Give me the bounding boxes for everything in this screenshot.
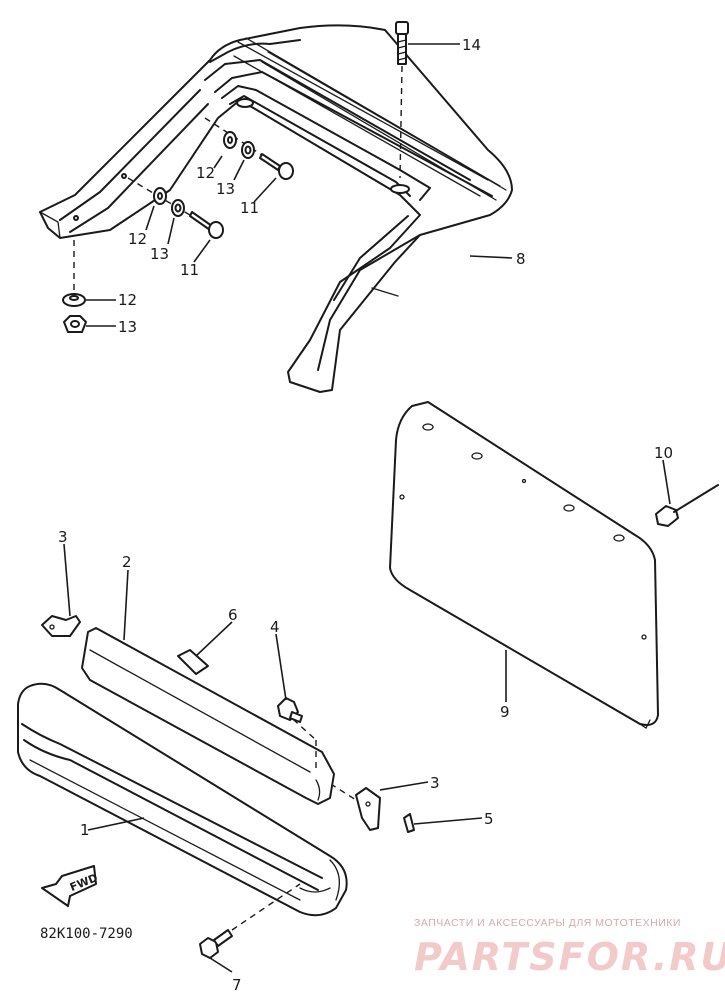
label-6: [177, 649, 209, 675]
screw-7: [199, 883, 301, 959]
leader-lines: [63, 43, 671, 973]
callout-9: 9: [500, 703, 510, 721]
callout-13-lower: 13: [118, 318, 137, 336]
callout-3-left: 3: [58, 528, 68, 546]
callout-8: 8: [516, 250, 526, 268]
watermark-tagline: ЗАПЧАСТИ И АКСЕССУАРЫ ДЛЯ МОТОТЕХНИКИ: [414, 917, 681, 929]
fasteners-lower: [62, 240, 87, 333]
watermark-logo: PARTSFOR.RU: [414, 935, 725, 979]
callout-6: 6: [228, 606, 238, 624]
fasteners-upper: [204, 117, 294, 180]
bracket-3-left: [41, 615, 81, 637]
callout-12-lower: 12: [118, 291, 137, 309]
forward-arrow: FWD: [41, 865, 100, 907]
reflector-1: [17, 682, 348, 917]
callout-13-middle: 13: [150, 245, 169, 263]
callout-2: 2: [122, 553, 132, 571]
callout-7: 7: [232, 976, 242, 994]
callout-1: 1: [80, 821, 90, 839]
mud-flap: [389, 401, 659, 729]
callout-14: 14: [462, 36, 481, 54]
callout-11-upper: 11: [240, 199, 259, 217]
callout-12-upper: 12: [196, 164, 215, 182]
callout-3-right: 3: [430, 774, 440, 792]
clip-5: [403, 813, 415, 833]
fasteners-middle: [127, 177, 224, 239]
watermark: ЗАПЧАСТИ И АКСЕССУАРЫ ДЛЯ МОТОТЕХНИКИ PA…: [414, 917, 725, 979]
clip-10: [655, 484, 719, 527]
plate-2: [81, 627, 335, 805]
diagram-code: 82K100-7290: [40, 926, 133, 942]
callout-11-middle: 11: [180, 261, 199, 279]
bracket-3-right: [311, 771, 381, 831]
callout-4: 4: [270, 618, 280, 636]
callout-10: 10: [654, 444, 673, 462]
carrier-rack: [39, 24, 513, 393]
bolt-14: [395, 21, 409, 179]
callout-5: 5: [484, 810, 494, 828]
callout-13-upper: 13: [216, 180, 235, 198]
callout-labels: 14 8 12 13 11 12 13 11 12 13 10 3 2 6 4 …: [58, 36, 673, 994]
screw-4: [277, 697, 303, 723]
callout-12-middle: 12: [128, 230, 147, 248]
